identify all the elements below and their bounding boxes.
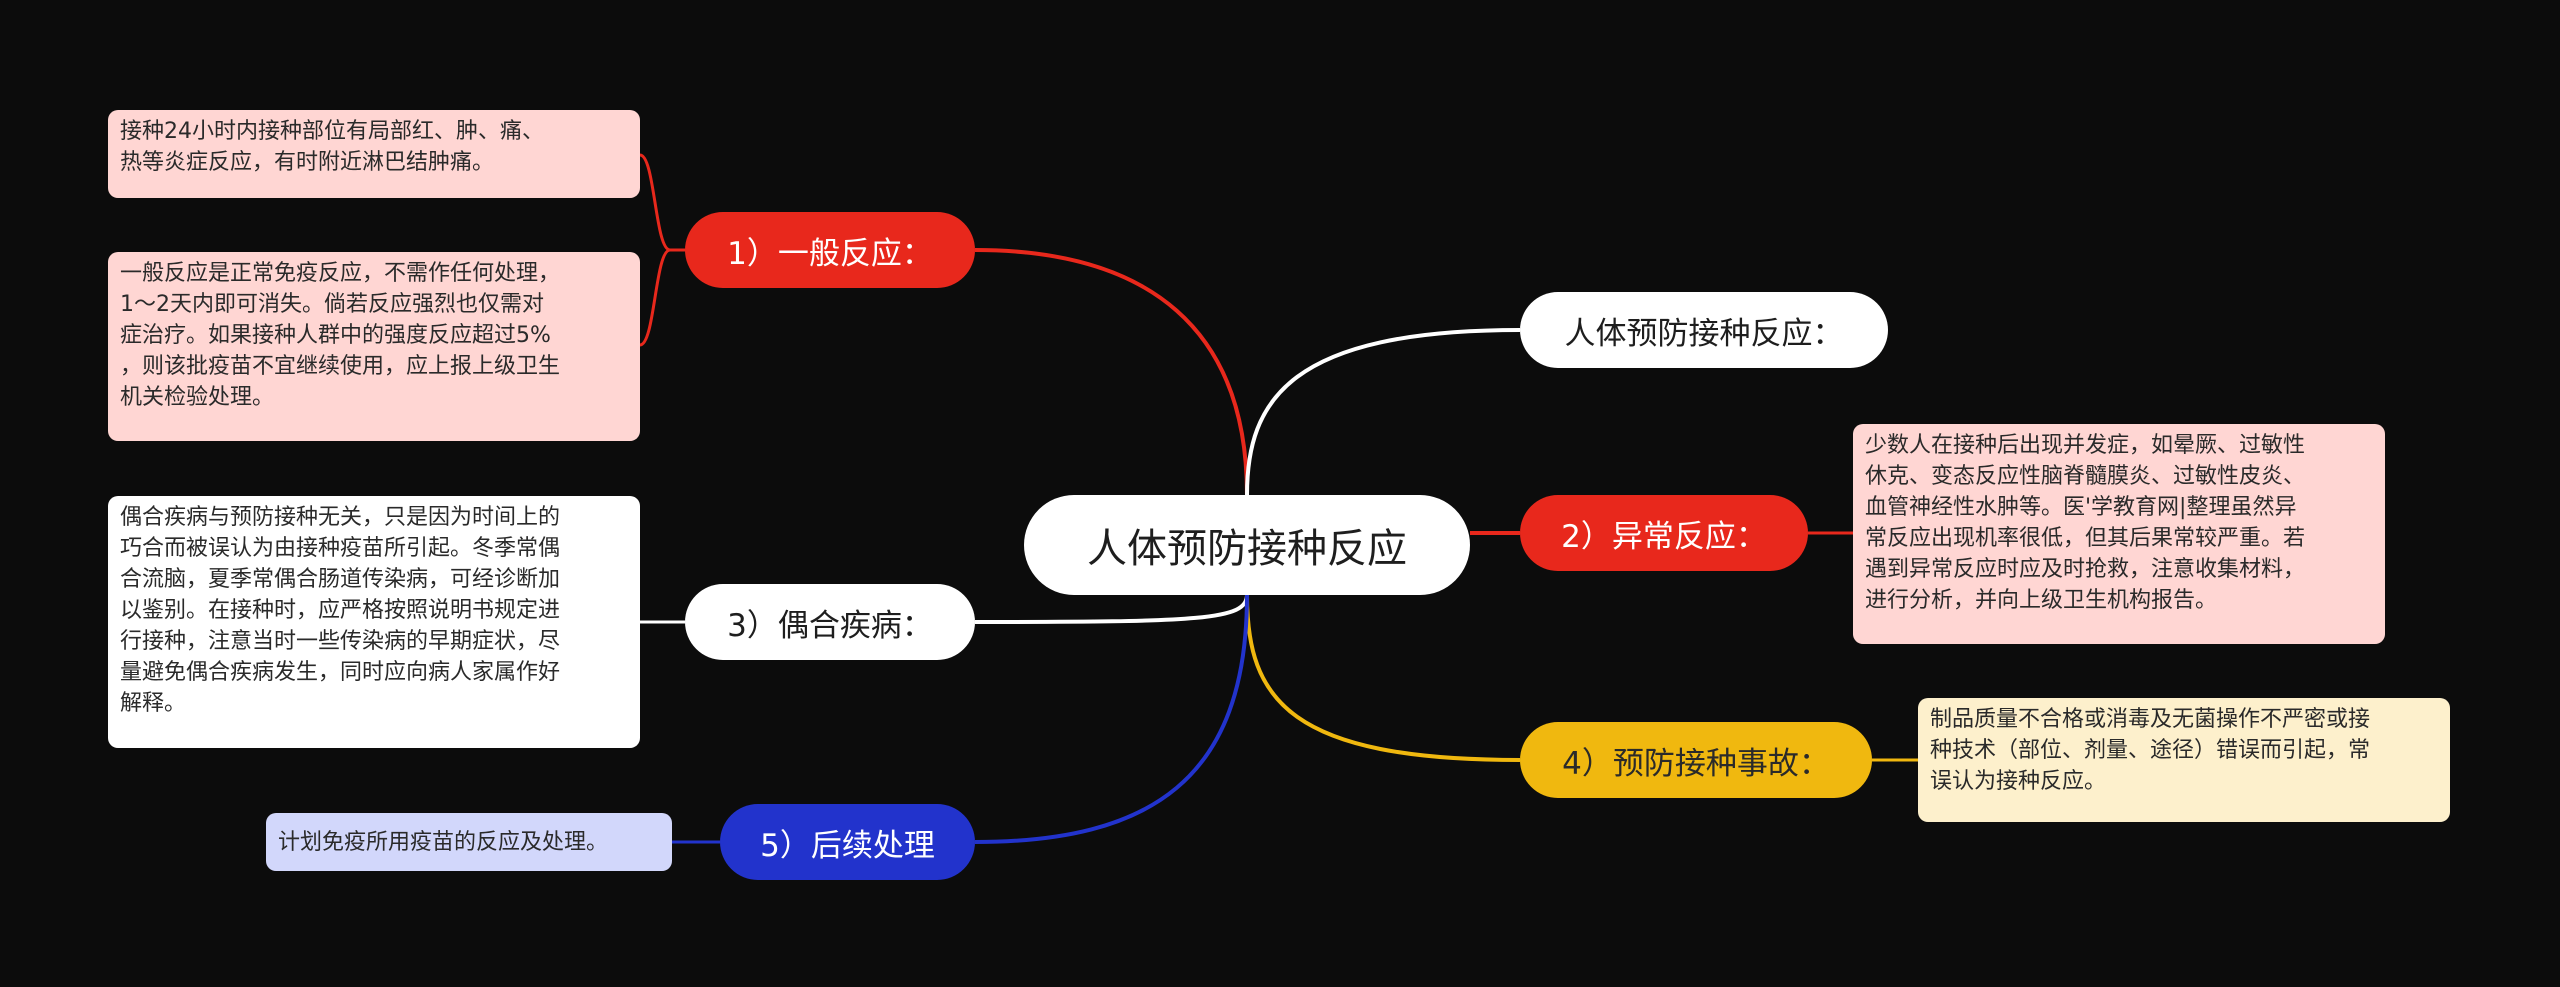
branch-coincidental-disease[interactable]: 3）偶合疾病： — [685, 584, 975, 660]
connector-root-overview — [1245, 328, 1521, 496]
root-topic[interactable]: 人体预防接种反应 — [1024, 495, 1470, 595]
branch-abnormal-reaction[interactable]: 2）异常反应： — [1520, 495, 1808, 571]
leaf-followup-detail[interactable]: 计划免疫所用疫苗的反应及处理。 — [266, 813, 672, 871]
connector-root-accident — [1245, 594, 1521, 762]
connector-root-followup — [974, 594, 1249, 844]
leaf-general-handling[interactable]: 一般反应是正常免疫反应，不需作任何处理， 1～2天内即可消失。倘若反应强烈也仅需… — [108, 252, 640, 441]
leaf-coincidental-detail[interactable]: 偶合疾病与预防接种无关，只是因为时间上的 巧合而被误认为由接种疫苗所引起。冬季常… — [108, 496, 640, 748]
branch-followup[interactable]: 5）后续处理 — [720, 804, 975, 880]
branch-vaccination-accident[interactable]: 4）预防接种事故： — [1520, 722, 1872, 798]
leaf-accident-detail[interactable]: 制品质量不合格或消毒及无菌操作不严密或接 种技术（部位、剂量、途径）错误而引起，… — [1918, 698, 2450, 822]
branch-general-reaction[interactable]: 1）一般反应： — [685, 212, 975, 288]
leaf-general-local-symptoms[interactable]: 接种24小时内接种部位有局部红、肿、痛、 热等炎症反应，有时附近淋巴结肿痛。 — [108, 110, 640, 198]
connector-general-leaf2 — [639, 248, 671, 347]
branch-overview[interactable]: 人体预防接种反应： — [1520, 292, 1888, 368]
connector-general-leaf1 — [639, 153, 685, 252]
connector-root-general — [974, 248, 1249, 496]
connector-root-coincidental — [974, 594, 1249, 624]
leaf-abnormal-detail[interactable]: 少数人在接种后出现并发症，如晕厥、过敏性 休克、变态反应性脑脊髓膜炎、过敏性皮炎… — [1853, 424, 2385, 644]
